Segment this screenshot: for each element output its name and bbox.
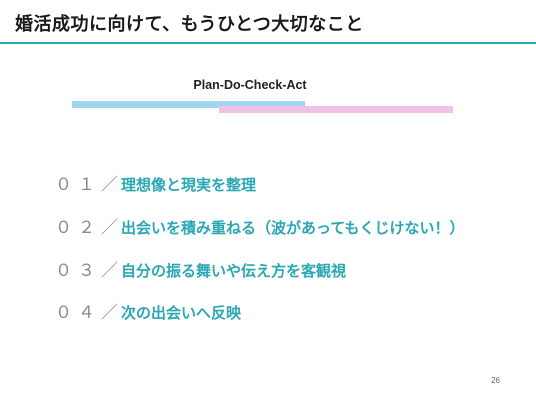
page-number: 26 (491, 376, 500, 385)
slide-title: 婚活成功に向けて、もうひとつ大切なこと (15, 14, 364, 35)
item-text: 自分の振る舞いや伝え方を客観視 (121, 262, 347, 280)
accent-bar-blue (72, 101, 305, 108)
item-text: 次の出会いへ反映 (121, 304, 242, 322)
framework-label: Plan-Do-Check-Act (193, 78, 307, 92)
item-text: 理想像と現実を整理 (121, 176, 257, 194)
accent-bar-pink (219, 106, 453, 113)
title-underline (0, 42, 536, 44)
item-number: ０２／ (55, 218, 124, 238)
item-number: ０１／ (55, 175, 124, 195)
item-text: 出会いを積み重ねる（波があってもくじけない！） (121, 219, 465, 237)
item-number: ０３／ (55, 261, 124, 281)
item-number: ０４／ (55, 303, 124, 323)
